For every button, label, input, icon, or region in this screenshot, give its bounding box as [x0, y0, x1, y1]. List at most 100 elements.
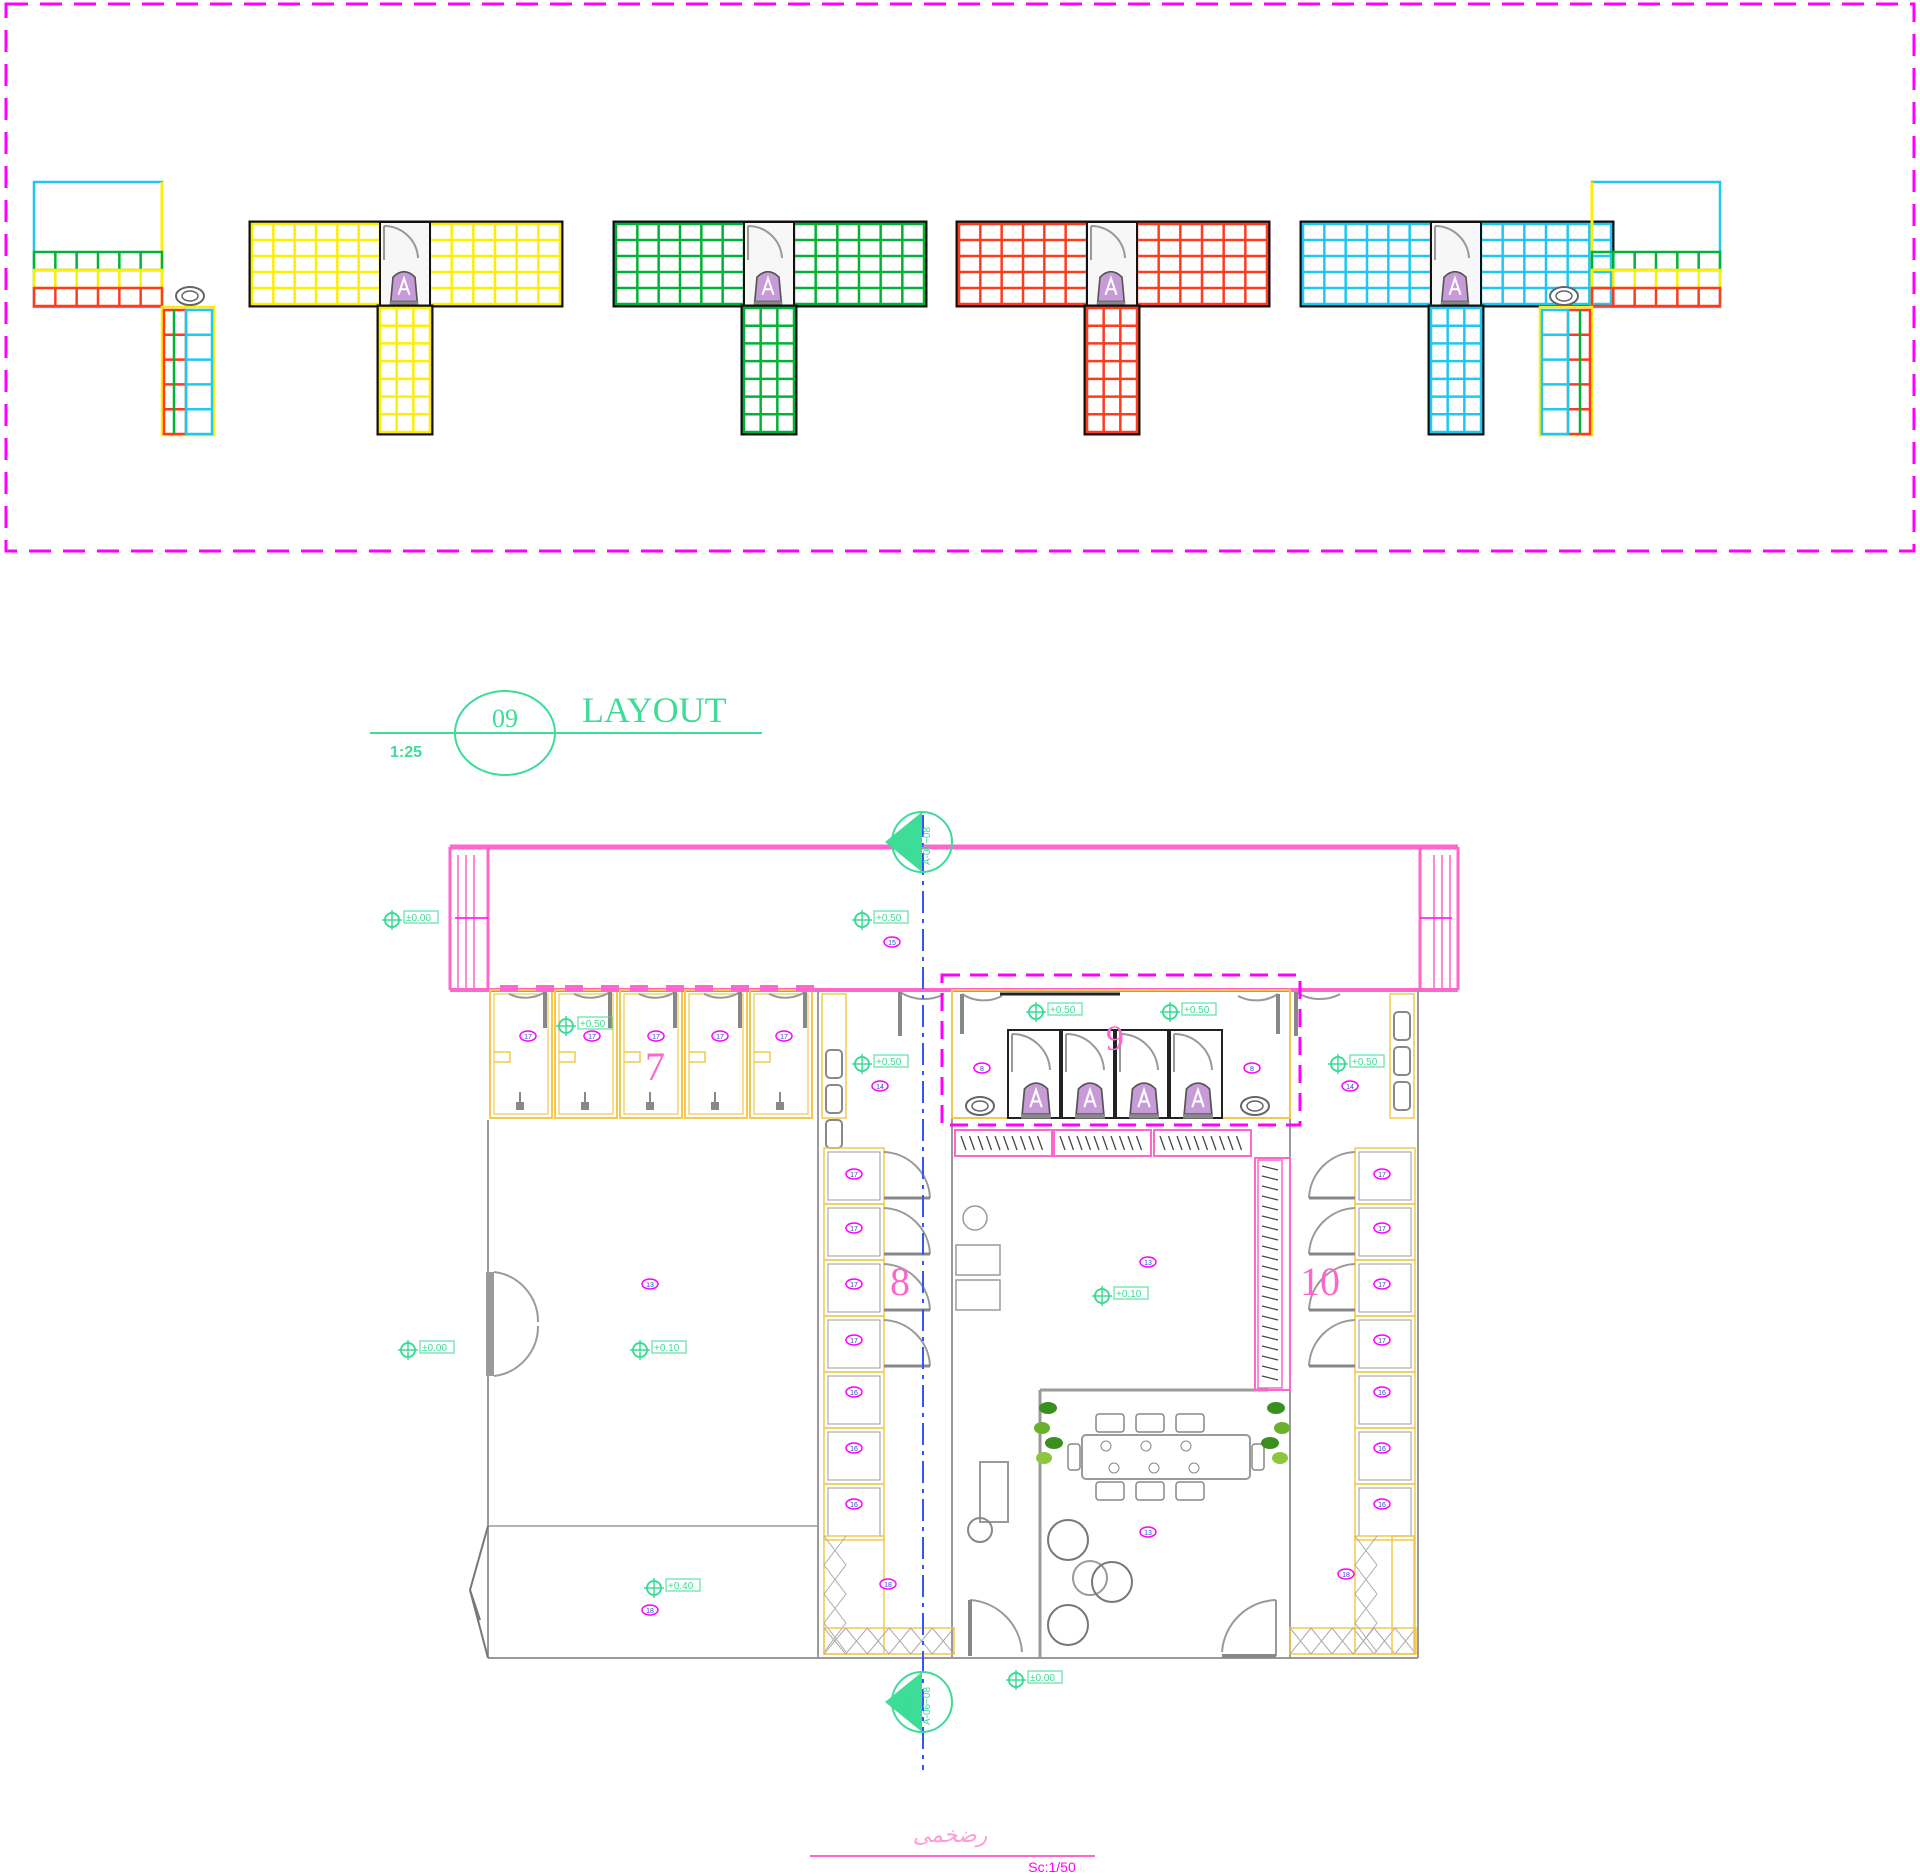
title-number: 09: [492, 704, 518, 733]
detail-unit-green: [612, 220, 928, 436]
level-marker-icon: +0.50: [852, 910, 909, 930]
armchair: [1047, 1519, 1089, 1561]
level-value: +0.50: [876, 1057, 902, 1068]
door-room-9-lower: [1221, 1599, 1277, 1658]
door-swing-icon: [1434, 224, 1470, 260]
tag-number: 8: [1250, 1066, 1254, 1073]
stall-7-2: [554, 985, 619, 1119]
tag-badge: 13: [1139, 1256, 1157, 1268]
door-swing-icon: [747, 224, 783, 260]
title-number-bubble: [454, 690, 556, 776]
shelf-strip: [1053, 1129, 1152, 1157]
wc-cubicle-1: [1007, 1029, 1061, 1119]
tag-number: 16: [1378, 1390, 1386, 1397]
locker-cell: [1308, 1315, 1416, 1373]
locker-cell: [823, 1371, 885, 1429]
chair-icon: [1135, 1413, 1165, 1433]
tag-number: 17: [1378, 1226, 1386, 1233]
locker-cell: [1308, 1147, 1416, 1205]
tile-grid-leg: [378, 306, 432, 434]
room-number-10: 10: [1300, 1259, 1340, 1304]
plate-icon: [1188, 1462, 1200, 1474]
level-marker-icon: ±0.00: [1006, 1670, 1063, 1690]
level-marker-icon: ±0.00: [398, 1340, 455, 1360]
chair-icon: [1251, 1443, 1265, 1471]
armchair: [1047, 1604, 1089, 1646]
bottom-left-folding-door: [468, 1525, 489, 1659]
toilet-icon: [1096, 270, 1126, 306]
tag-badge: 17: [647, 1030, 665, 1042]
tile-grid-band: [32, 286, 164, 308]
tag-number: 17: [1378, 1172, 1386, 1179]
door-swing-icon: [1237, 993, 1280, 1034]
sink-icon: [1240, 1096, 1270, 1116]
sink-icon: [825, 1049, 843, 1079]
wc-cubicle-2: [1061, 1029, 1115, 1119]
floor-plan: C-C A-06~08 C-C A-06~08 7 8 9 10 ±0.00+0…: [382, 811, 1460, 1770]
tag-number: 16: [1378, 1502, 1386, 1509]
tile-grid-left: [1301, 222, 1433, 306]
tag-number: 14: [1346, 1084, 1354, 1091]
tag-badge: 16: [845, 1442, 863, 1454]
tag-badge: 17: [845, 1168, 863, 1180]
tag-badge: 17: [711, 1030, 729, 1042]
door-swing-icon: [1308, 1319, 1356, 1367]
drain-icon: [776, 1102, 784, 1110]
tile-grid-leg: [1085, 306, 1139, 434]
footer-signature: رضخمی: [913, 1822, 988, 1848]
tag-number: 14: [876, 1084, 884, 1091]
level-marker-icon: ±0.00: [382, 910, 439, 930]
footer-scale: Sc:1/50: [1028, 1859, 1076, 1874]
door-swing-icon: [508, 991, 547, 1028]
inner-partitions: [1038, 1157, 1291, 1658]
tag-badge: 16: [1373, 1442, 1391, 1454]
tile-grid-strip: [184, 308, 214, 436]
cross-bracing: [823, 1535, 885, 1655]
locker-cell: [823, 1259, 931, 1317]
room-8-lockers: [823, 1147, 1417, 1655]
level-marker-icon: +0.10: [630, 1340, 687, 1360]
dining-set: [1067, 1413, 1265, 1501]
tile-grid-strip: [1540, 308, 1570, 436]
wc-cubicle-4: [1169, 1029, 1223, 1119]
detail-sheet: [4, 2, 1916, 553]
room-10-lockers: [1308, 1147, 1416, 1655]
plate-icon: [1148, 1462, 1160, 1474]
tag-badge: 17: [775, 1030, 793, 1042]
room-number-9: 9: [1106, 1018, 1124, 1058]
sink-icon: [1393, 1046, 1411, 1076]
sink-icon: [825, 1084, 843, 1114]
tag-badge: 17: [845, 1222, 863, 1234]
shelving: [954, 1129, 1283, 1389]
door-swing-icon: [883, 1263, 931, 1311]
tag-number: 16: [850, 1502, 858, 1509]
tag-number: 15: [888, 940, 896, 947]
plate-icon: [1108, 1462, 1120, 1474]
detail-unit-red: [955, 220, 1271, 436]
footer: رضخمی Sc:1/50: [810, 1822, 1095, 1874]
tag-number: 8: [980, 1066, 984, 1073]
locker-cell: [823, 1315, 931, 1373]
door-swing-icon: [883, 1319, 931, 1367]
tag-number: 17: [850, 1172, 858, 1179]
tag-number: 17: [850, 1338, 858, 1345]
plants: [1034, 1402, 1290, 1464]
dining-table: [1081, 1434, 1251, 1480]
section-top-label-b: A-06~08: [922, 827, 933, 866]
lounge-set: [1047, 1519, 1133, 1646]
tag-number: 17: [588, 1034, 596, 1041]
locker-cell: [823, 1147, 931, 1205]
shelf-strip: [954, 1129, 1053, 1157]
top-canopy: [448, 844, 1460, 992]
level-value: +0.50: [876, 913, 902, 924]
room-10-top-benches: [1294, 991, 1415, 1119]
tag-badge: 8: [973, 1062, 991, 1074]
level-marker-icon: +0.10: [1092, 1286, 1149, 1306]
room-9-highlight: [940, 973, 1302, 1127]
drain-icon: [711, 1102, 719, 1110]
tag-number: 17: [716, 1034, 724, 1041]
sink-icon: [825, 1119, 843, 1149]
door-swing-icon: [1119, 1032, 1159, 1072]
door-swing-icon: [1090, 224, 1126, 260]
